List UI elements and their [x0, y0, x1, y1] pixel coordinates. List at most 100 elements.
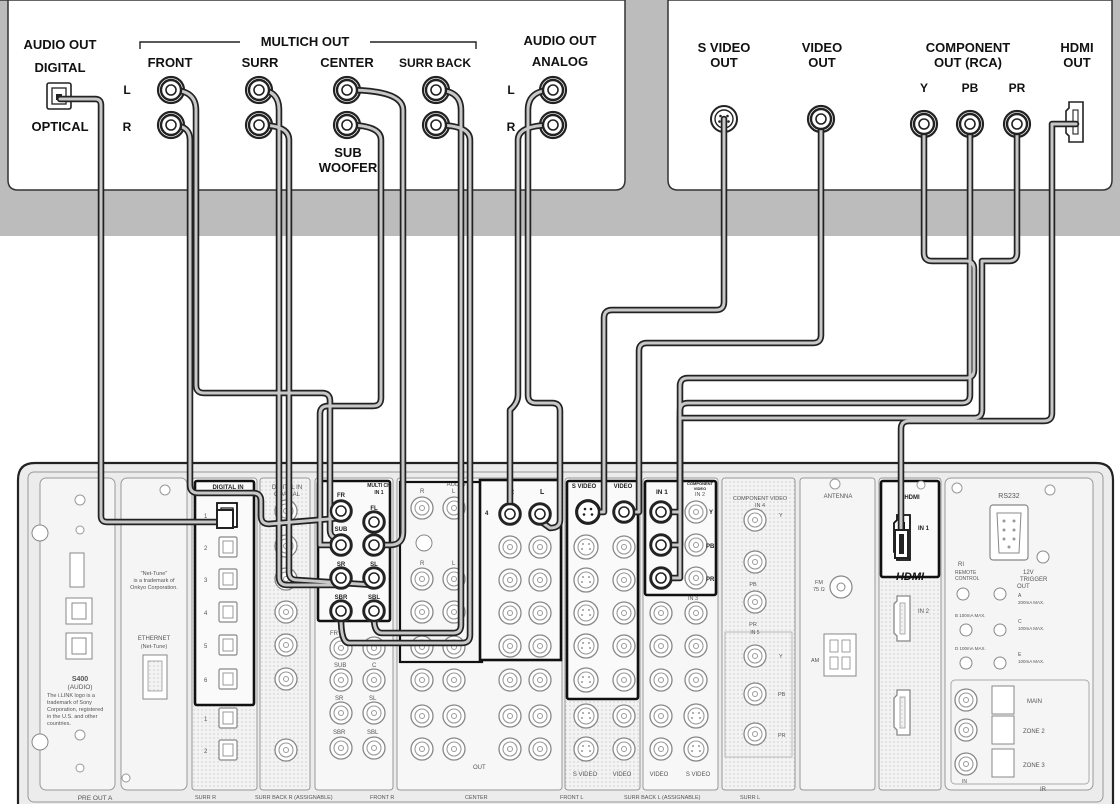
- rs232-port[interactable]: [989, 504, 1029, 561]
- trigger-c-jack[interactable]: [993, 623, 1007, 637]
- audio-in-6l-jack[interactable]: [442, 704, 466, 728]
- pre-out-strip: PRE OUT A SURR R SURR BACK R (ASSIGNABLE…: [78, 795, 760, 802]
- audio-in-14l-jack[interactable]: [528, 737, 552, 761]
- component-in2-y-jack[interactable]: [684, 500, 708, 524]
- trigger-e-jack[interactable]: [993, 656, 1007, 670]
- audio-in-4r-jack[interactable]: [410, 635, 434, 659]
- control-section: RS232 RI REMOTE CONTROL 12V TRIGGER OUT …: [944, 477, 1094, 793]
- component-in3-pb2-jack[interactable]: [684, 634, 708, 658]
- video-out-1-jack[interactable]: [612, 704, 636, 728]
- s-video-out-1-jack[interactable]: [573, 703, 599, 729]
- audio-in-2r-jack[interactable]: [410, 567, 434, 591]
- video-in-4-jack[interactable]: [612, 601, 636, 625]
- component-in3-y-jack[interactable]: [649, 601, 673, 625]
- audio-in-8l-jack[interactable]: [528, 535, 552, 559]
- coaxial-out-jack[interactable]: [274, 738, 298, 762]
- audio-in-10r-jack[interactable]: [498, 601, 522, 625]
- component-in2-pr-jack[interactable]: [684, 566, 708, 590]
- video-in-5-jack[interactable]: [612, 634, 636, 658]
- multich-out-label: MULTICH OUT: [261, 34, 350, 49]
- s-video-out-2-jack[interactable]: [573, 736, 599, 762]
- video-in-3-jack[interactable]: [612, 568, 636, 592]
- component-in5-pr-jack[interactable]: [743, 722, 767, 746]
- component-in3-y2-jack[interactable]: [684, 601, 708, 625]
- sbl2-jack[interactable]: [362, 736, 386, 760]
- audio-in-1r-jack[interactable]: [410, 496, 434, 520]
- audio-in-6r-jack[interactable]: [410, 704, 434, 728]
- s-video-in-4-jack[interactable]: [573, 600, 599, 626]
- optical-in-6-jack[interactable]: [218, 668, 238, 690]
- trigger-b-jack[interactable]: [959, 623, 973, 637]
- optical-in-2-jack[interactable]: [218, 536, 238, 558]
- optical-out-1-jack[interactable]: [218, 707, 238, 729]
- sub2-jack[interactable]: [329, 668, 353, 692]
- video-in-6-jack[interactable]: [612, 668, 636, 692]
- coaxial-in-5-jack[interactable]: [274, 633, 298, 657]
- audio-in-11r-jack[interactable]: [498, 634, 522, 658]
- am-antenna-terminal[interactable]: [823, 633, 857, 677]
- coaxial-in-6-jack[interactable]: [274, 667, 298, 691]
- component-in5-pb-jack[interactable]: [743, 682, 767, 706]
- s-video-in-6-jack[interactable]: [573, 667, 599, 693]
- component-out-svideo-jack[interactable]: [683, 703, 709, 729]
- audio-in-5l-jack[interactable]: [442, 668, 466, 692]
- audio-in-13r-jack[interactable]: [498, 704, 522, 728]
- component-in4-pb-jack[interactable]: [743, 550, 767, 574]
- audio-in-14r-jack[interactable]: [498, 737, 522, 761]
- audio-in-4l-jack[interactable]: [442, 635, 466, 659]
- s-video-in-5-jack[interactable]: [573, 633, 599, 659]
- audio-in-8r-jack[interactable]: [498, 535, 522, 559]
- ir-main-port[interactable]: [991, 685, 1015, 715]
- component-out-label-1: COMPONENT: [926, 40, 1011, 55]
- optical-out-2-jack[interactable]: [218, 739, 238, 761]
- ir-zone3-jack[interactable]: [954, 752, 978, 776]
- hdmi-in2-jack[interactable]: [893, 595, 911, 642]
- ri-jack[interactable]: [956, 587, 970, 601]
- s-video-label: S VIDEO: [572, 484, 597, 490]
- c2-jack[interactable]: [362, 668, 386, 692]
- sr2-jack[interactable]: [329, 701, 353, 725]
- sbr2-jack[interactable]: [329, 736, 353, 760]
- component-in4-pr-jack[interactable]: [743, 590, 767, 614]
- audio-in-9l-jack[interactable]: [528, 568, 552, 592]
- coaxial-in-4-jack[interactable]: [274, 600, 298, 624]
- component-in3-pr2-jack[interactable]: [684, 668, 708, 692]
- component-out-video-jack[interactable]: [649, 704, 673, 728]
- audio-in-5r-jack[interactable]: [410, 668, 434, 692]
- sl2-jack[interactable]: [362, 701, 386, 725]
- component-in2-pb-jack[interactable]: [684, 533, 708, 557]
- audio-in-3r-jack[interactable]: [410, 600, 434, 624]
- audio-in-12l-jack[interactable]: [528, 668, 552, 692]
- component-out-video2-jack[interactable]: [649, 737, 673, 761]
- component-in5-y-jack[interactable]: [743, 644, 767, 668]
- hdmi-out-port[interactable]: [893, 689, 911, 736]
- audio-in-7l-jack[interactable]: [442, 737, 466, 761]
- audio-in-l-top: L: [452, 489, 456, 495]
- audio-in-10l-jack[interactable]: [528, 601, 552, 625]
- s-video-in-3-jack[interactable]: [573, 567, 599, 593]
- ir-zone2-port[interactable]: [991, 715, 1015, 745]
- audio-out-analog-title: AUDIO OUT: [524, 33, 597, 48]
- audio-in-12r-jack[interactable]: [498, 668, 522, 692]
- trigger-d-jack[interactable]: [959, 656, 973, 670]
- audio-in-13l-jack[interactable]: [528, 704, 552, 728]
- video-in-2-jack[interactable]: [612, 535, 636, 559]
- ir-zone2-jack[interactable]: [954, 718, 978, 742]
- audio-in-11l-jack[interactable]: [528, 634, 552, 658]
- component-in3-pb-jack[interactable]: [649, 634, 673, 658]
- ethernet-sub-label: (Net-Tune): [141, 644, 168, 650]
- optical-in-5-jack[interactable]: [218, 634, 238, 656]
- component-in4-y-jack[interactable]: [743, 508, 767, 532]
- component-out-svideo2-jack[interactable]: [683, 736, 709, 762]
- s-video-in-2-jack[interactable]: [573, 534, 599, 560]
- optical-in-3-jack[interactable]: [218, 568, 238, 590]
- audio-in-7r-jack[interactable]: [410, 737, 434, 761]
- video-out-2-jack[interactable]: [612, 737, 636, 761]
- ir-zone3-port[interactable]: [991, 748, 1015, 778]
- optical-in-4-jack[interactable]: [218, 601, 238, 623]
- ir-main-jack[interactable]: [954, 688, 978, 712]
- fm-antenna-jack[interactable]: [829, 575, 853, 599]
- component-in3-pr-jack[interactable]: [649, 668, 673, 692]
- trigger-a-jack[interactable]: [993, 587, 1007, 601]
- audio-in-9r-jack[interactable]: [498, 568, 522, 592]
